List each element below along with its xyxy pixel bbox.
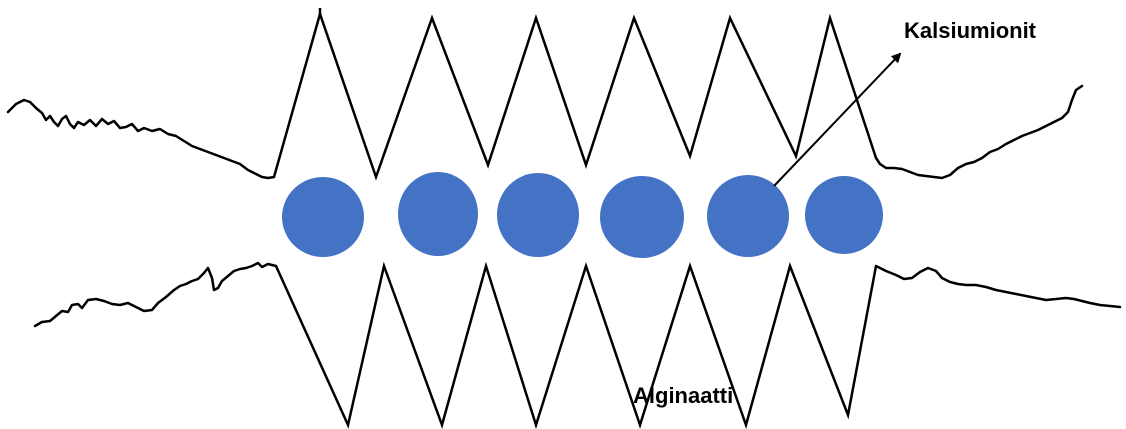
alginate-strand-lower-right (874, 264, 1122, 309)
calcium-ions-label: Kalsiumionit (904, 18, 1037, 43)
calcium-ion (497, 173, 579, 257)
alginate-label: Alginaatti (633, 383, 733, 408)
calcium-ion (805, 176, 883, 254)
calcium-ion (707, 175, 789, 257)
alginate-strand-upper-right (874, 84, 1084, 180)
calcium-ion (282, 177, 364, 257)
calcium-ion (398, 172, 478, 256)
calcium-ion-group (282, 172, 883, 258)
calcium-ion (600, 176, 684, 258)
alginate-strand-lower-left (33, 261, 278, 328)
calcium-ion-arrow (773, 52, 902, 187)
alginate-zigzag-lower (274, 261, 878, 429)
alginate-zigzag-upper (272, 9, 878, 181)
alginate-strand-upper-left (6, 98, 276, 180)
